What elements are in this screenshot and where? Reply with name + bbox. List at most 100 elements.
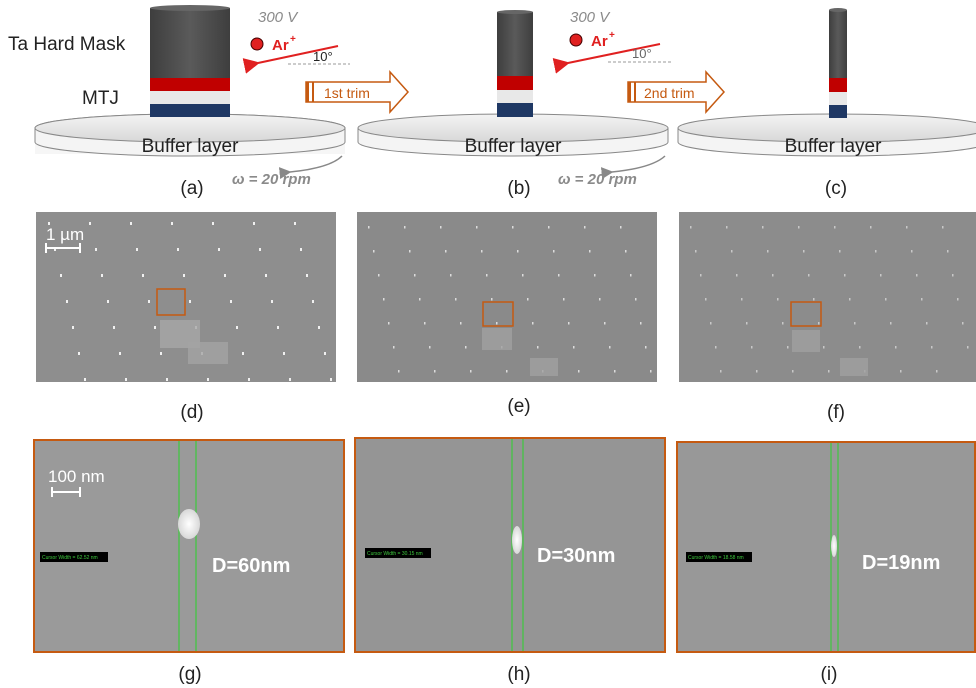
sem-dot <box>962 322 964 325</box>
trim1-label: 1st trim <box>324 85 370 101</box>
sem-image-i: Cursor Width = 18.58 nm D=19nm <box>676 441 976 653</box>
sem-dot <box>119 352 121 355</box>
rotation-arrow <box>278 155 343 180</box>
sem-dot <box>113 326 115 329</box>
sem-dot <box>424 322 426 325</box>
sem-dot <box>160 352 162 355</box>
sem-dot <box>645 346 647 349</box>
sem-dot <box>236 326 238 329</box>
sem-dot <box>936 370 938 373</box>
sem-dot <box>324 352 326 355</box>
cursor-readout: Cursor Width = 18.58 nm <box>688 555 744 561</box>
sem-image-g: Cursor Width = 62.52 nm 100 nm D=60nm <box>33 439 345 653</box>
ion-beam-arrow <box>242 45 339 74</box>
sem-dot <box>885 298 887 301</box>
trim2-arrow: 2nd trim <box>627 70 726 114</box>
sem-dot <box>947 250 949 253</box>
sem-dot <box>532 322 534 325</box>
svg-text:Buffer layer: Buffer layer <box>785 136 882 157</box>
sem-dot <box>931 346 933 349</box>
sem-dot <box>189 300 191 303</box>
sem-dot <box>751 346 753 349</box>
sem-dot <box>834 226 836 229</box>
sem-dot <box>926 322 928 325</box>
sem-dot <box>224 274 226 277</box>
sem-dot <box>166 378 168 381</box>
selection-box <box>482 301 514 327</box>
sem-dot <box>625 250 627 253</box>
sem-dot <box>455 298 457 301</box>
sem-dot <box>125 378 127 381</box>
angle-label: 10° <box>313 49 333 64</box>
svg-text:+: + <box>290 34 296 45</box>
sem-dot <box>731 250 733 253</box>
sem-dot <box>875 250 877 253</box>
sem-dot <box>614 370 616 373</box>
selection-box <box>156 288 186 316</box>
sem-image-f <box>679 212 976 382</box>
sem-dot <box>294 222 296 225</box>
sem-dot <box>465 346 467 349</box>
sem-dot <box>253 222 255 225</box>
diameter-label: D=60nm <box>212 555 290 577</box>
sem-dot <box>66 300 68 303</box>
diameter-label: D=30nm <box>537 545 615 567</box>
ion-beam-arrow <box>552 43 661 74</box>
sem-dot <box>107 300 109 303</box>
sem-dot <box>787 346 789 349</box>
sem-dot <box>398 370 400 373</box>
sem-dot <box>429 346 431 349</box>
sem-dot <box>527 298 529 301</box>
sem-dot <box>609 346 611 349</box>
sem-dot <box>312 300 314 303</box>
scale-bar-label: 100 nm <box>48 467 105 486</box>
sem-dot <box>880 274 882 277</box>
sem-dot <box>803 250 805 253</box>
cursor-readout: Cursor Width = 30.15 nm <box>367 551 423 557</box>
sem-dot <box>54 248 56 251</box>
sem-dot <box>419 298 421 301</box>
sem-dot <box>460 322 462 325</box>
sem-image-h: Cursor Width = 30.15 nm D=30nm <box>354 437 666 653</box>
schematic-c: Buffer layer <box>677 8 976 157</box>
sem-dot <box>171 222 173 225</box>
sem-dot <box>844 274 846 277</box>
sem-dot <box>373 250 375 253</box>
sem-dot <box>283 352 285 355</box>
sem-dot <box>470 370 472 373</box>
sem-dot <box>259 248 261 251</box>
sem-dot <box>736 274 738 277</box>
sem-dot <box>183 274 185 277</box>
sem-dot <box>558 274 560 277</box>
sem-dot <box>921 298 923 301</box>
sem-dot <box>640 322 642 325</box>
sem-dot <box>207 378 209 381</box>
sem-dot <box>177 248 179 251</box>
sem-dot <box>218 248 220 251</box>
sem-dot <box>890 322 892 325</box>
sem-dot <box>388 322 390 325</box>
sem-dot <box>445 250 447 253</box>
sem-dot <box>700 274 702 277</box>
svg-text:10°: 10° <box>632 46 652 61</box>
sem-dot <box>726 226 728 229</box>
sem-dot <box>300 248 302 251</box>
sem-dot <box>60 274 62 277</box>
sem-dot <box>450 274 452 277</box>
ion-label: Ar <box>272 37 289 54</box>
sem-dot <box>777 298 779 301</box>
sem-dot <box>72 326 74 329</box>
sem-dot <box>756 370 758 373</box>
sem-dot <box>136 248 138 251</box>
sem-dot <box>849 298 851 301</box>
sem-dot <box>808 274 810 277</box>
sem-image-d: 1 µm <box>36 212 336 382</box>
sem-dot <box>594 274 596 277</box>
sem-dot <box>813 298 815 301</box>
panel-label-h: (h) <box>507 664 530 685</box>
sem-dot <box>330 378 332 381</box>
sem-dot <box>967 346 969 349</box>
sem-dot <box>486 274 488 277</box>
sem-dot <box>78 352 80 355</box>
sem-dot <box>900 370 902 373</box>
